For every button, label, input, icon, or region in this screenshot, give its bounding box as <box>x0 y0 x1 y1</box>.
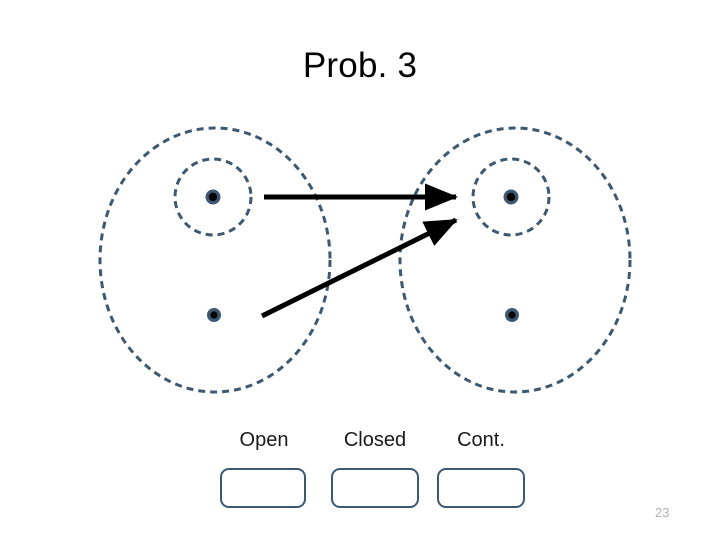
left-point-inner-core <box>208 192 218 202</box>
legend-label-open: Open <box>239 429 289 451</box>
right-set-ellipse <box>398 126 632 394</box>
right-subset-circle <box>471 157 551 237</box>
left-subset-circle <box>173 157 253 237</box>
legend-label-cont: Cont. <box>457 429 505 451</box>
page-title: Prob. 3 <box>302 46 418 85</box>
left-point-outer-core <box>210 311 218 319</box>
right-point-inner-core <box>506 192 516 202</box>
page-number: 23 <box>655 505 670 520</box>
left-set-ellipse <box>98 126 332 394</box>
legend-label-closed: Closed <box>343 429 407 451</box>
answer-box-closed[interactable] <box>331 468 419 508</box>
arrow-diagonal <box>260 217 458 319</box>
right-point-outer-core <box>508 311 516 319</box>
answer-box-open[interactable] <box>220 468 306 508</box>
answer-box-cont[interactable] <box>437 468 525 508</box>
